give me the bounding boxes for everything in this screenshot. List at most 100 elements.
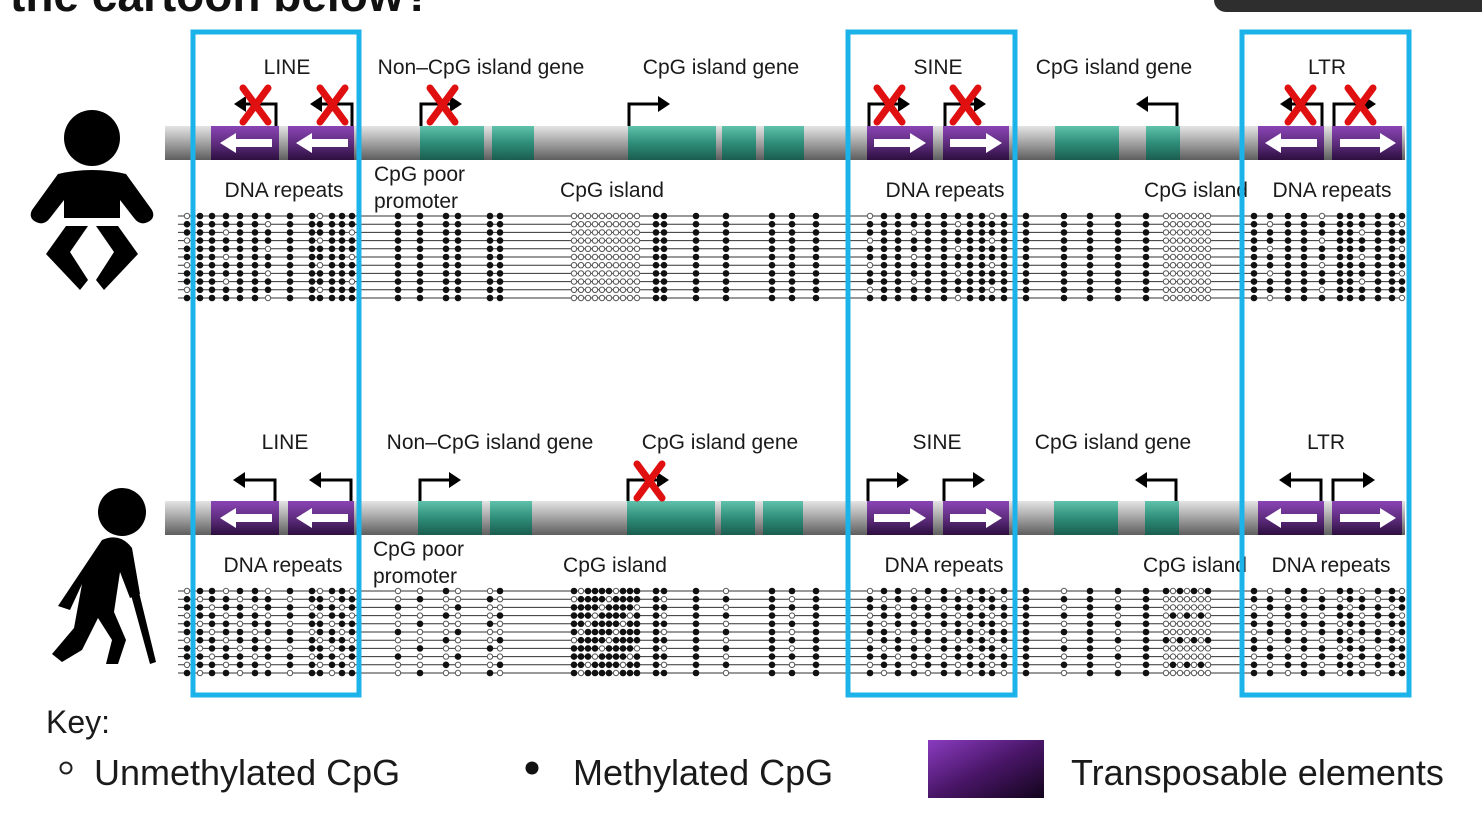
- methylated-cpg: [264, 645, 272, 652]
- methylated-cpg: [978, 661, 986, 669]
- methylated-cpg: [1142, 253, 1150, 261]
- methylated-cpg: [1388, 212, 1396, 220]
- methylated-cpg: [598, 595, 606, 603]
- methylated-cpg: [1284, 653, 1292, 660]
- unmethylated-cpg: [605, 253, 613, 261]
- methylated-cpg: [722, 661, 730, 669]
- methylated-cpg: [251, 595, 259, 603]
- unmethylated-cpg: [286, 620, 294, 627]
- methylated-cpg: [612, 645, 620, 652]
- methylated-cpg: [496, 587, 504, 595]
- unmethylated-cpg: [264, 245, 272, 253]
- methylated-cpg: [954, 653, 962, 660]
- unmethylated-cpg: [591, 270, 599, 277]
- unmethylated-cpg: [1374, 596, 1382, 603]
- methylated-cpg: [692, 253, 700, 261]
- methylated-cpg: [722, 220, 730, 228]
- methylated-cpg: [348, 628, 356, 636]
- methylated-cpg: [940, 294, 948, 302]
- unmethylated-cpg: [577, 669, 585, 677]
- methylated-cpg: [1346, 620, 1354, 628]
- methylated-cpg: [1336, 587, 1344, 595]
- methylated-cpg: [1374, 278, 1382, 285]
- methylated-cpg: [910, 653, 918, 660]
- methylated-cpg: [328, 604, 336, 611]
- unmethylated-cpg: [1250, 653, 1258, 660]
- methylated-cpg: [222, 294, 230, 302]
- methylated-cpg: [866, 278, 874, 285]
- unmethylated-cpg: [1190, 661, 1198, 668]
- methylated-cpg: [236, 278, 244, 285]
- methylated-cpg: [316, 595, 324, 603]
- methylated-cpg: [577, 653, 585, 660]
- methylated-cpg: [866, 220, 874, 228]
- unmethylated-cpg: [619, 620, 627, 627]
- methylated-cpg: [966, 294, 974, 302]
- methylated-cpg: [768, 253, 776, 261]
- unmethylated-cpg: [619, 286, 627, 293]
- methylated-cpg: [264, 286, 272, 294]
- methylated-cpg: [584, 645, 592, 652]
- methylated-cpg: [286, 237, 294, 244]
- unmethylated-cpg: [788, 661, 796, 668]
- methylated-cpg: [988, 669, 996, 677]
- methylated-cpg: [1336, 636, 1344, 644]
- unmethylated-cpg: [570, 245, 578, 253]
- methylated-cpg: [692, 587, 700, 595]
- methylated-cpg: [966, 212, 974, 220]
- unmethylated-cpg: [1204, 612, 1212, 619]
- methylated-cpg: [1183, 661, 1191, 669]
- methylated-cpg: [1060, 628, 1068, 636]
- methylated-cpg: [264, 261, 272, 269]
- methylated-cpg: [222, 245, 230, 253]
- methylated-cpg: [954, 278, 962, 285]
- methylated-cpg: [1346, 661, 1354, 669]
- methylated-cpg: [286, 587, 294, 595]
- unmethylated-cpg: [454, 645, 462, 652]
- methylated-cpg: [328, 286, 336, 294]
- methylated-cpg: [183, 595, 191, 603]
- unmethylated-cpg: [1176, 229, 1184, 236]
- unmethylated-cpg: [570, 294, 578, 302]
- methylated-cpg: [1300, 612, 1308, 619]
- methylated-cpg: [788, 270, 796, 277]
- unmethylated-cpg: [584, 221, 592, 228]
- methylated-cpg: [208, 229, 216, 236]
- methylated-cpg: [338, 661, 346, 669]
- unmethylated-cpg: [722, 637, 730, 644]
- unmethylated-cpg: [978, 604, 986, 611]
- methylated-cpg: [1266, 237, 1274, 244]
- unmethylated-cpg: [570, 212, 578, 220]
- methylated-cpg: [788, 669, 796, 677]
- methylated-cpg: [978, 669, 986, 677]
- unmethylated-cpg: [1284, 645, 1292, 652]
- methylated-cpg: [866, 620, 874, 628]
- methylated-cpg: [940, 245, 948, 253]
- methylated-cpg: [1346, 286, 1354, 294]
- methylated-cpg: [788, 620, 796, 628]
- unmethylated-cpg: [591, 245, 599, 253]
- unmethylated-cpg: [442, 596, 450, 603]
- methylated-cpg: [1388, 261, 1396, 269]
- methylated-cpg: [416, 645, 424, 652]
- methylated-cpg: [692, 212, 700, 220]
- unmethylated-cpg: [1176, 237, 1184, 244]
- methylated-cpg: [1022, 628, 1030, 636]
- unmethylated-cpg: [626, 270, 634, 277]
- methylated-cpg: [692, 286, 700, 294]
- unmethylated-cpg: [196, 669, 204, 677]
- methylated-cpg: [924, 253, 932, 261]
- unmethylated-cpg: [722, 587, 730, 595]
- methylated-cpg: [1022, 253, 1030, 261]
- methylated-cpg: [894, 595, 902, 603]
- methylated-cpg: [308, 661, 316, 669]
- methylated-cpg: [222, 286, 230, 294]
- unmethylated-cpg: [619, 229, 627, 236]
- unmethylated-cpg: [626, 245, 634, 253]
- methylated-cpg: [1022, 604, 1030, 611]
- unmethylated-cpg: [598, 245, 606, 253]
- unmethylated-cpg: [619, 294, 627, 302]
- methylated-cpg: [722, 212, 730, 220]
- unmethylated-cpg: [1169, 604, 1177, 611]
- methylated-cpg: [308, 220, 316, 228]
